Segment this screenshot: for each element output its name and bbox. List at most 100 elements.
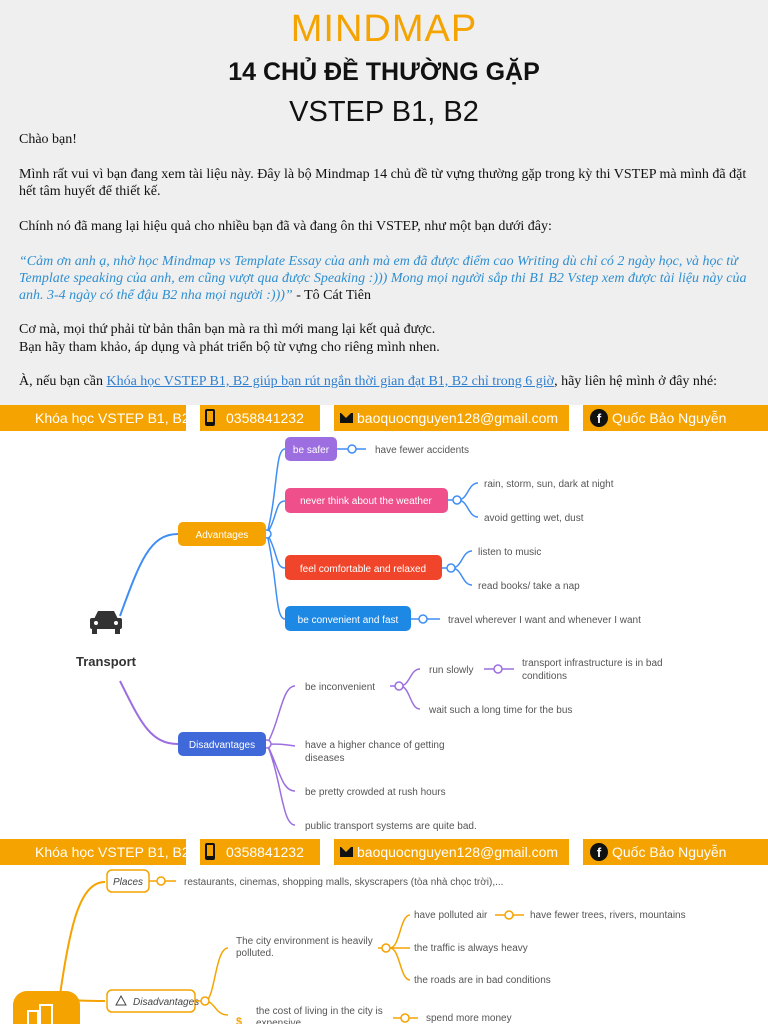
node-label: be convenient and fast	[298, 615, 399, 626]
leaf-label: wait such a long time for the bus	[428, 705, 572, 716]
leaf-label: the cost of living in the city is	[256, 1006, 383, 1017]
course-label[interactable]: Khóa học VSTEP B1, B2	[35, 410, 190, 426]
para4-suffix: , hãy liên hệ mình ở đây nhé:	[554, 374, 718, 389]
connector	[195, 947, 229, 1016]
leaf-label: restaurants, cinemas, shopping malls, sk…	[184, 877, 503, 888]
city-mindmap: Places restaurants, cinemas, shopping ma…	[0, 865, 768, 1024]
node-be-safer	[285, 437, 337, 461]
mail-icon	[340, 413, 353, 423]
leaf-label: expensive	[256, 1018, 301, 1024]
node-convenient	[285, 606, 411, 631]
mindmap-diagram: Transport Advantages be safer have fewer…	[76, 437, 663, 832]
warning-icon	[115, 994, 127, 1006]
node-label: Disadvantages	[133, 997, 199, 1008]
city-icon	[13, 991, 80, 1024]
connector	[266, 448, 286, 620]
intro-paragraph-3a: Cơ mà, mọi thứ phải từ bản thân bạn mà r…	[19, 322, 436, 337]
leaf-label: run slowly	[429, 665, 473, 676]
node-dot	[418, 614, 428, 624]
leaf-label: rain, storm, sun, dark at night	[484, 479, 614, 490]
leaf-label: have fewer accidents	[375, 445, 469, 456]
bar-separator	[186, 405, 200, 431]
course-label[interactable]: Khóa học VSTEP B1, B2	[35, 844, 190, 860]
leaf-label: have polluted air	[414, 910, 488, 921]
node-dot	[381, 943, 391, 953]
leaf-label: travel wherever I want and whenever I wa…	[448, 615, 641, 626]
advantages-label: Advantages	[196, 530, 249, 541]
bar-separator	[320, 839, 334, 865]
testimonial-quote: “Cảm ơn anh ạ, nhờ học Mindmap vs Templa…	[19, 254, 747, 303]
greeting: Chào bạn!	[19, 132, 77, 147]
email-address[interactable]: baoquocnguyen128@gmail.com	[357, 410, 559, 426]
disadvantages-label: Disadvantages	[189, 740, 255, 751]
topic-label: Transport	[76, 654, 137, 669]
contact-bar: Khóa học VSTEP B1, B2 0358841232 baoquoc…	[0, 839, 768, 865]
leaf-label: transport infrastructure is in bad	[522, 658, 663, 669]
connector	[390, 668, 421, 710]
node-dot	[394, 681, 404, 691]
leaf-label: be pretty crowded at rush hours	[305, 787, 446, 798]
leaf-label: have fewer trees, rivers, mountains	[530, 910, 686, 921]
node-label: never think about the weather	[300, 496, 432, 507]
leaf-label: spend more money	[426, 1013, 512, 1024]
leaf-label: diseases	[305, 753, 344, 764]
course-link[interactable]: Khóa học VSTEP B1, B2 giúp bạn rút ngắn …	[106, 374, 555, 389]
intro-paragraph-4: À, nếu bạn cần Khóa học VSTEP B1, B2 giú…	[19, 373, 754, 390]
advantages-node	[178, 522, 266, 546]
node-label: feel comfortable and relaxed	[300, 564, 426, 575]
phone-number[interactable]: 0358841232	[226, 410, 304, 426]
node-dot	[504, 910, 514, 920]
intro-paragraph-3b: Bạn hãy tham khảo, áp dụng và phát triển…	[19, 340, 440, 355]
phone-number[interactable]: 0358841232	[226, 844, 304, 860]
node-comfortable	[285, 555, 442, 580]
doc-subtitle: 14 CHỦ ĐỀ THƯỜNG GẶP	[228, 58, 540, 86]
bar-separator	[186, 839, 200, 865]
facebook-name[interactable]: Quốc Bảo Nguyễn	[612, 410, 727, 426]
connector	[266, 685, 296, 826]
node-dot	[400, 1013, 410, 1023]
exam-name: VSTEP B1, B2	[289, 96, 479, 128]
dollar-icon: $	[236, 1016, 242, 1024]
mail-icon	[340, 847, 353, 857]
bar-separator	[569, 405, 583, 431]
mindmap-diagram: Places restaurants, cinemas, shopping ma…	[13, 869, 686, 1024]
leaf-label: read books/ take a nap	[478, 581, 580, 592]
node-dot	[493, 664, 503, 674]
testimonial-author: - Tô Cát Tiên	[292, 288, 371, 303]
phone-icon	[205, 409, 215, 426]
node-weather	[285, 488, 448, 513]
node-label: be safer	[293, 445, 330, 456]
phone-icon	[205, 843, 215, 860]
leaf-label: the traffic is always heavy	[414, 943, 528, 954]
connector	[119, 533, 179, 617]
leaf-label: conditions	[522, 671, 567, 682]
leaf-label: polluted.	[236, 948, 274, 959]
facebook-icon: f	[590, 409, 608, 427]
leaf-label: have a higher chance of getting	[305, 740, 445, 751]
doc-title: MINDMAP	[290, 8, 478, 50]
contact-bar: Khóa học VSTEP B1, B2 0358841232 baoquoc…	[0, 405, 768, 431]
leaf-label: public transport systems are quite bad.	[305, 821, 477, 832]
para4-prefix: À, nếu bạn cần	[19, 374, 107, 389]
node-dot	[200, 996, 210, 1006]
leaf-label: The city environment is heavily	[236, 936, 373, 947]
email-address[interactable]: baoquocnguyen128@gmail.com	[357, 844, 559, 860]
facebook-icon: f	[590, 843, 608, 861]
intro-paragraph-2: Chính nó đã mang lại hiệu quả cho nhiều …	[19, 219, 552, 234]
leaf-label: listen to music	[478, 547, 541, 558]
bar-separator	[569, 839, 583, 865]
facebook-name[interactable]: Quốc Bảo Nguyễn	[612, 844, 727, 860]
connector	[59, 881, 106, 1002]
testimonial: “Cảm ơn anh ạ, nhờ học Mindmap vs Templa…	[19, 253, 754, 304]
leaf-label: avoid getting wet, dust	[484, 513, 584, 524]
connector	[119, 680, 179, 745]
node-dot	[156, 876, 166, 886]
node-dot	[446, 563, 456, 573]
car-icon	[90, 611, 122, 634]
bar-separator	[320, 405, 334, 431]
disadvantages-node	[178, 732, 266, 756]
transport-mindmap: Transport Advantages be safer have fewer…	[0, 431, 768, 839]
node-dot	[347, 444, 357, 454]
intro-paragraph-1: Mình rất vui vì bạn đang xem tài liệu nà…	[19, 167, 747, 199]
leaf-label: the roads are in bad conditions	[414, 975, 551, 986]
